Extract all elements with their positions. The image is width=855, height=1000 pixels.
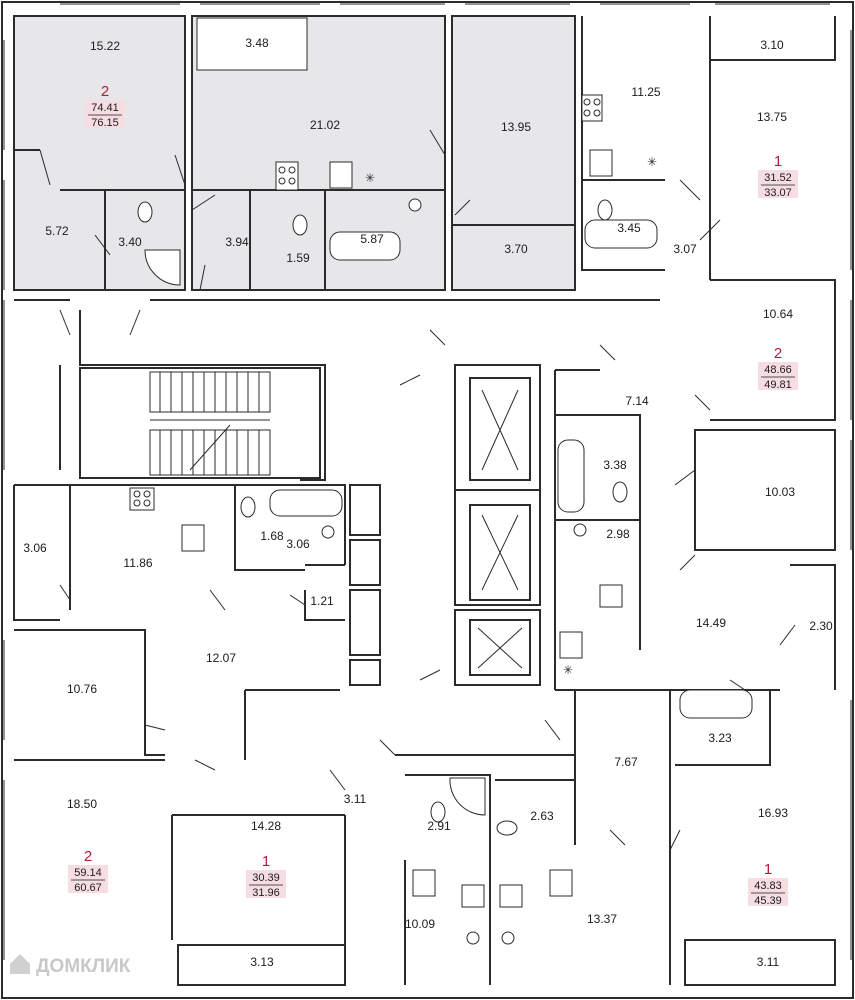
room-area-label: 10.03 bbox=[765, 485, 795, 499]
svg-text:✳: ✳ bbox=[365, 171, 375, 185]
room-area-label: 3.48 bbox=[245, 36, 269, 50]
selected-apartment-left[interactable] bbox=[13, 15, 186, 291]
bathtub-icon bbox=[269, 219, 753, 719]
fan-icon: ✳ ✳ ✳ bbox=[365, 155, 657, 677]
stove-icon bbox=[129, 94, 603, 897]
room-area-label: 3.06 bbox=[23, 541, 47, 555]
room-area-label: 15.22 bbox=[90, 39, 120, 53]
room-area-label: 1.21 bbox=[310, 594, 334, 608]
apartment-total-area: 31.96 bbox=[252, 887, 280, 899]
room-labels: 15.22 3.48 21.02 13.95 11.25 3.10 13.75 … bbox=[23, 36, 833, 969]
apartment-badge[interactable]: 2 74.41 76.15 bbox=[85, 83, 125, 129]
room-area-label: 13.75 bbox=[757, 110, 787, 124]
stairs-icon bbox=[149, 371, 271, 476]
room-area-label: 13.37 bbox=[587, 912, 617, 926]
toilet-icon bbox=[137, 199, 628, 836]
watermark-text: ДОМКЛИК bbox=[36, 956, 131, 977]
room-area-label: 18.50 bbox=[67, 797, 97, 811]
apartment-living-area: 74.41 bbox=[91, 102, 119, 114]
elevator-icon bbox=[477, 389, 523, 669]
apartment-living-area: 59.14 bbox=[74, 867, 102, 879]
room-area-label: 14.28 bbox=[251, 819, 281, 833]
watermark: ДОМКЛИК bbox=[10, 954, 131, 977]
washer-icon bbox=[321, 198, 587, 945]
apartment-badge[interactable]: 1 31.52 33.07 bbox=[758, 153, 798, 199]
room-area-label: 3.11 bbox=[344, 792, 367, 806]
svg-text:✳: ✳ bbox=[647, 155, 657, 169]
room-area-label: 1.59 bbox=[286, 251, 310, 265]
room-area-label: 3.06 bbox=[286, 537, 310, 551]
apartment-total-area: 49.81 bbox=[764, 379, 792, 391]
doors bbox=[39, 129, 796, 851]
apartment-living-area: 30.39 bbox=[252, 872, 280, 884]
room-area-label: 3.11 bbox=[757, 955, 780, 969]
room-area-label: 3.40 bbox=[118, 235, 142, 249]
house-logo-icon bbox=[10, 954, 30, 974]
room-area-label: 3.13 bbox=[250, 955, 274, 969]
room-area-label: 12.07 bbox=[206, 651, 236, 665]
room-area-label: 10.09 bbox=[405, 917, 435, 931]
selected-apartment-center[interactable] bbox=[191, 15, 446, 291]
interior-walls bbox=[13, 16, 836, 986]
apartment-living-area: 48.66 bbox=[764, 364, 792, 376]
room-area-label: 5.72 bbox=[45, 224, 69, 238]
apartment-total-area: 76.15 bbox=[91, 117, 119, 129]
room-area-label: 2.98 bbox=[606, 527, 630, 541]
apartment-rooms: 2 bbox=[84, 848, 92, 865]
room-area-label: 2.63 bbox=[530, 809, 554, 823]
room-area-label: 11.25 bbox=[631, 85, 660, 99]
shower-icon bbox=[144, 249, 486, 816]
room-area-label: 5.87 bbox=[360, 232, 384, 246]
apartment-total-area: 45.39 bbox=[754, 895, 782, 907]
apartment-badge[interactable]: 1 30.39 31.96 bbox=[246, 853, 286, 899]
svg-text:✳: ✳ bbox=[563, 663, 573, 677]
sink-icon bbox=[181, 149, 623, 908]
room-area-label: 7.67 bbox=[614, 755, 638, 769]
room-area-label: 7.14 bbox=[625, 394, 649, 408]
apartment-rooms: 1 bbox=[774, 153, 782, 170]
room-area-label: 2.30 bbox=[809, 619, 833, 633]
room-area-label: 14.49 bbox=[696, 616, 726, 630]
apartment-badge[interactable]: 2 59.14 60.67 bbox=[68, 848, 108, 894]
room-area-label: 10.64 bbox=[763, 307, 793, 321]
room-area-label: 13.95 bbox=[501, 120, 531, 134]
room-area-label: 11.86 bbox=[123, 556, 152, 570]
room-area-label: 3.70 bbox=[504, 242, 528, 256]
room-area-label: 3.38 bbox=[603, 458, 627, 472]
apartment-total-area: 60.67 bbox=[74, 882, 102, 894]
selected-apartment-right[interactable] bbox=[451, 15, 576, 291]
room-area-label: 1.68 bbox=[260, 529, 284, 543]
room-area-label: 10.76 bbox=[67, 682, 97, 696]
room-area-label: 16.93 bbox=[758, 806, 788, 820]
room-area-label: 3.07 bbox=[673, 242, 697, 256]
stair-steps bbox=[159, 372, 260, 475]
apartment-rooms: 2 bbox=[101, 83, 109, 100]
apartment-living-area: 43.83 bbox=[754, 880, 782, 892]
apartment-badge[interactable]: 1 43.83 45.39 bbox=[748, 861, 788, 907]
apartment-rooms: 1 bbox=[764, 861, 772, 878]
room-area-label: 3.94 bbox=[225, 235, 249, 249]
apartment-total-area: 33.07 bbox=[764, 187, 792, 199]
apartment-living-area: 31.52 bbox=[764, 172, 792, 184]
room-area-label: 3.23 bbox=[708, 731, 732, 745]
apartment-badge[interactable]: 2 48.66 49.81 bbox=[758, 345, 798, 391]
room-area-label: 3.10 bbox=[760, 38, 784, 52]
room-area-label: 21.02 bbox=[310, 118, 340, 132]
room-area-label: 3.45 bbox=[617, 221, 641, 235]
room-area-label: 2.91 bbox=[427, 819, 451, 833]
apartment-rooms: 2 bbox=[774, 345, 782, 362]
apartment-rooms: 1 bbox=[262, 853, 270, 870]
